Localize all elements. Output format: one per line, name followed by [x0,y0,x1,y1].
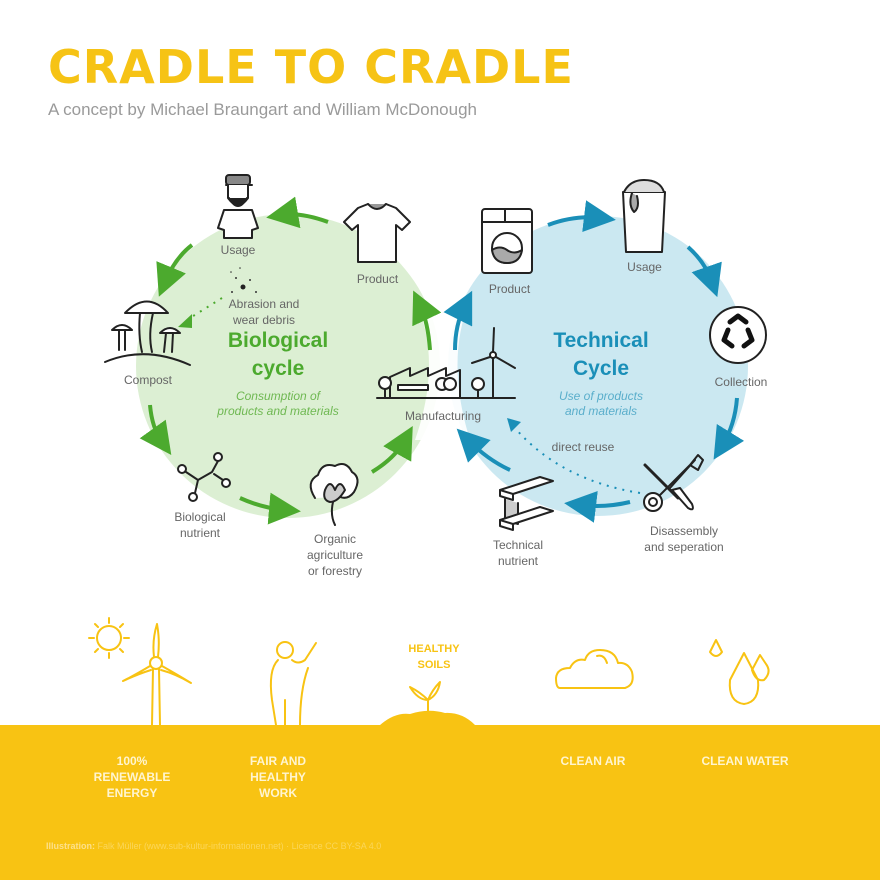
technical-cycle-title: Technical Cycle [553,329,649,380]
technical-cycle-circle [448,216,748,516]
abrasion-flow [178,267,257,328]
bio-usage-label: Usage [220,243,256,257]
biological-cycle-subtitle: Consumption of products and materials [217,389,339,418]
biological-cycle-title: Biological cycle [227,329,329,380]
bio-product-label: Product [356,272,399,286]
cloud-icon [555,649,634,689]
benefit-clean-air: CLEAN AIR [560,754,626,768]
tech-product-label: Product [488,282,531,296]
mushroom-icon [104,300,191,366]
technical-cycle-arrows [443,200,745,523]
biological-nutrient-label: Biological nutrient [174,510,226,540]
collection-label: Collection [714,375,768,389]
cup-icon [622,179,666,253]
page-subtitle: A concept by Michael Braungart and Willi… [48,100,477,119]
biological-cycle-circle [136,214,440,518]
sun-windturbine-icon [88,617,192,726]
cotton-icon [309,463,359,526]
benefits-band [0,725,880,880]
organic-agriculture-label: Organic agriculture or forestry [306,532,364,578]
washing-machine-icon [481,208,533,274]
illustration-credit: Illustration: Falk Müller (www.sub-kultu… [46,841,382,851]
abrasion-label: Abrasion and wear debris [228,297,300,327]
direct-reuse-flow [507,418,641,494]
biological-cycle-arrows [139,196,442,525]
benefit-clean-water: CLEAN WATER [701,754,789,768]
factory-windturbine-icon [376,327,516,399]
recycle-icon [709,306,767,364]
page-title: CRADLE TO CRADLE [48,40,574,94]
disassembly-label: Disassembly and seperation [644,524,724,554]
benefit-fair-work: FAIR AND HEALTHY WORK [249,754,307,800]
tools-icon [643,454,704,512]
direct-reuse-label: direct reuse [551,440,615,454]
soil-mound [380,710,475,725]
technical-cycle-subtitle: Use of products and materials [558,389,644,418]
soil-sprout-icon [409,681,441,713]
person-icon [217,174,259,239]
manufacturing-label: Manufacturing [404,409,482,423]
tech-usage-label: Usage [627,260,662,274]
water-drops-icon [709,639,770,705]
tshirt-icon [343,203,411,263]
molecule-icon [177,452,231,502]
technical-nutrient-label: Technical nutrient [492,538,544,568]
benefit-healthy-soils: HEALTHY SOILS [408,643,460,671]
benefit-renewable-energy: 100% RENEWABLE ENERGY [93,754,171,800]
compost-label: Compost [123,373,173,387]
person-waving-icon [269,641,317,726]
steel-beam-icon [499,476,554,531]
